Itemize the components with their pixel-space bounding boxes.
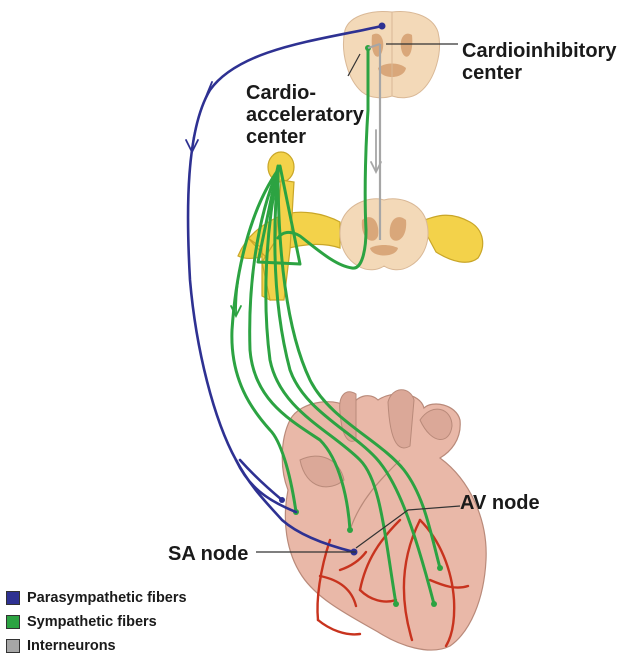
av-node-label: AV node <box>460 492 540 514</box>
sympathetic-swatch <box>6 615 20 629</box>
legend-item-parasympathetic: Parasympathetic fibers <box>6 586 187 610</box>
legend-label: Sympathetic fibers <box>27 614 157 630</box>
heart <box>282 390 486 650</box>
legend-label: Parasympathetic fibers <box>27 590 187 606</box>
sa-node-label: SA node <box>168 543 248 565</box>
legend-item-sympathetic: Sympathetic fibers <box>6 610 187 634</box>
legend: Parasympathetic fibers Sympathetic fiber… <box>6 586 187 658</box>
parasympathetic-swatch <box>6 591 20 605</box>
interneurons-swatch <box>6 639 20 653</box>
cardioinhibitory-center-label: Cardioinhibitory center <box>462 40 616 84</box>
legend-item-interneurons: Interneurons <box>6 634 187 658</box>
cardioacceleratory-center-label: Cardio- acceleratory center <box>246 82 364 148</box>
legend-label: Interneurons <box>27 638 116 654</box>
